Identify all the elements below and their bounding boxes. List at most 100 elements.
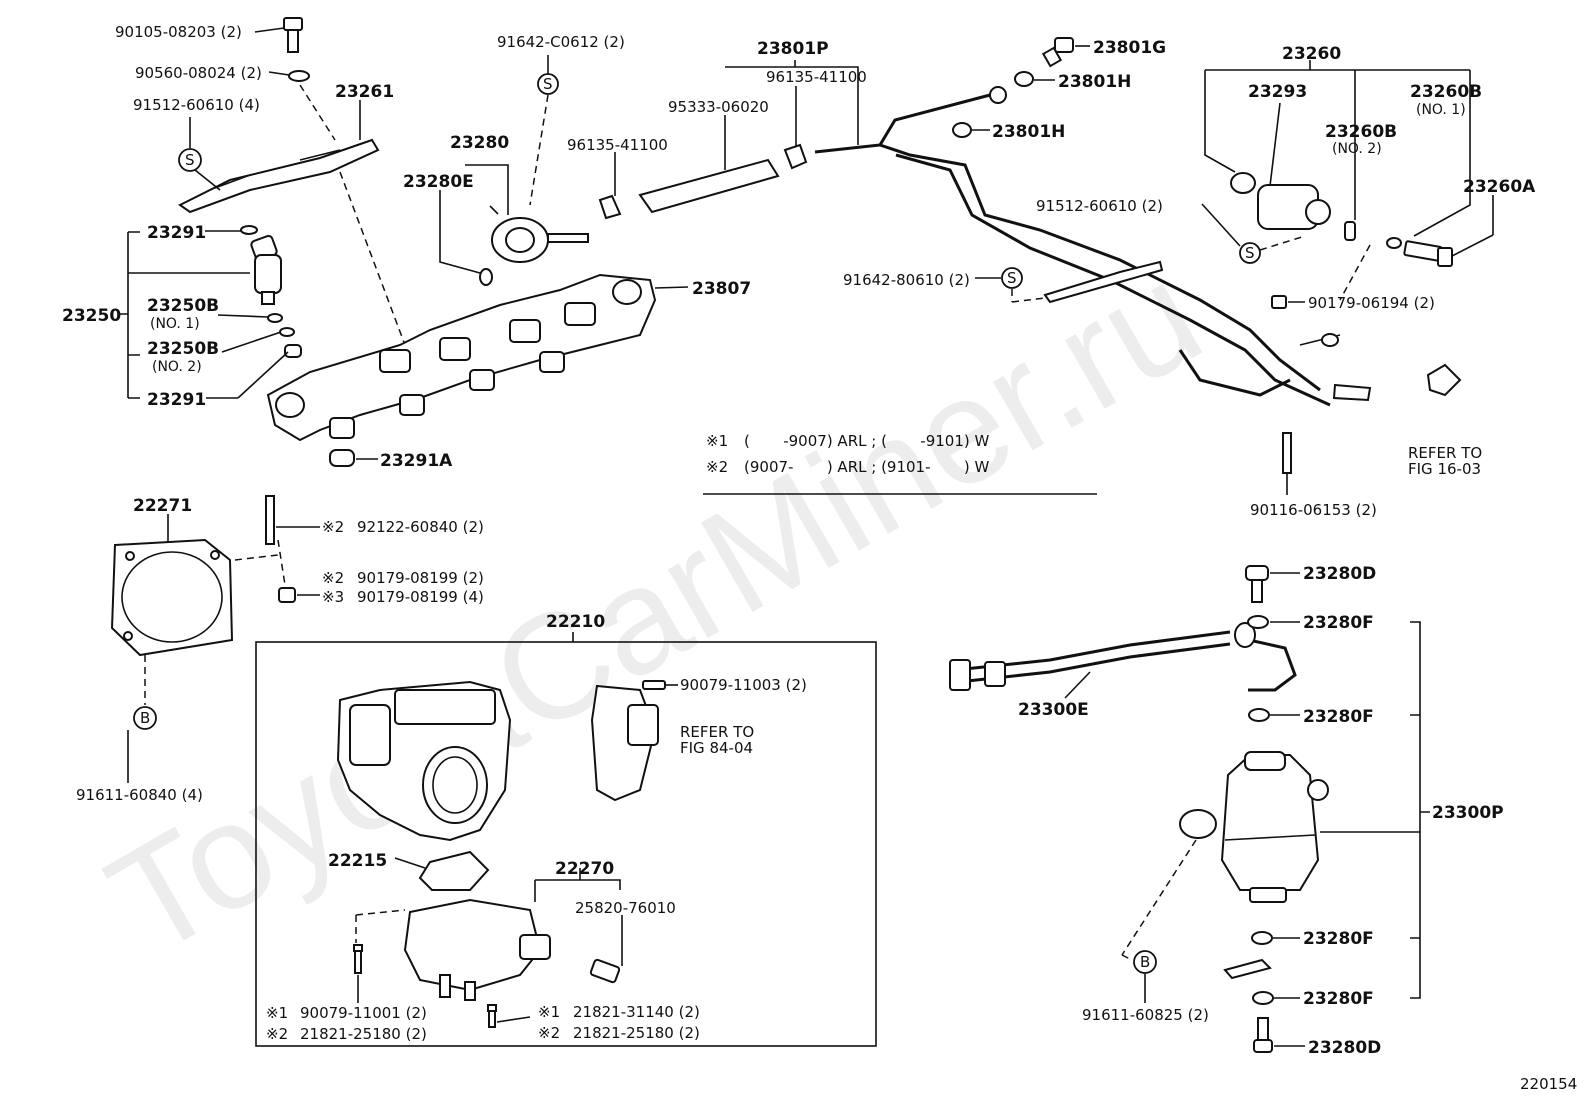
isc-valve-22270 [403, 898, 551, 1001]
label-23260: 23260 [1282, 44, 1341, 64]
label-23291a: 23291A [380, 451, 453, 471]
bracket-23261 [178, 138, 380, 214]
label-23280f-4: 23280F [1303, 989, 1374, 1009]
label-90179-08199-2: 90179-08199 (2) [357, 569, 484, 587]
fuel-filter-23300p [1179, 751, 1329, 903]
label-21821-25180-a: 21821-25180 (2) [300, 1025, 427, 1043]
gasket-23801h-b [952, 122, 972, 138]
label-96135-41100-b: 96135-41100 [766, 68, 867, 86]
label-90105-08203: 90105-08203 (2) [115, 23, 242, 41]
callout-s-mid [1001, 267, 1023, 289]
callout-s-mid-letter: S [1007, 269, 1017, 287]
label-refer-84-04-b: FIG 84-04 [680, 739, 753, 757]
label-23801g: 23801G [1093, 38, 1166, 58]
label-91512-60610-2: 91512-60610 (2) [1036, 197, 1163, 215]
mark-92122: ※2 [322, 518, 344, 536]
note-row1-text: ( -9007) ARL ; ( -9101) W [744, 432, 990, 450]
label-23260b-no1: 23260B [1410, 82, 1482, 102]
gasket-23280f-2 [1248, 708, 1270, 722]
label-21821-25180-b: 21821-25180 (2) [573, 1024, 700, 1042]
label-22215: 22215 [328, 851, 387, 871]
label-23291-b: 23291 [147, 390, 206, 410]
sensor-25820-76010 [589, 958, 621, 984]
mark-21821-1: ※1 [538, 1003, 560, 1021]
label-22210: 22210 [546, 612, 605, 632]
union-bolt-23280d-top [1245, 565, 1269, 603]
note-row2-mark: ※2 [706, 458, 728, 476]
label-23260b-no2-sub: (NO. 2) [1332, 141, 1382, 157]
label-23280d-top: 23280D [1303, 564, 1376, 584]
throttle-position-sensor [590, 684, 659, 802]
callout-s-left [178, 148, 202, 172]
label-21821-31140: 21821-31140 (2) [573, 1003, 700, 1021]
fuel-rail-23807 [266, 273, 657, 442]
label-90079-11001: 90079-11001 (2) [300, 1004, 427, 1022]
connector-refer-16-03 [1426, 363, 1462, 397]
gasket-22215 [418, 850, 490, 891]
gasket-23280f-3 [1251, 931, 1273, 945]
label-23280e: 23280E [403, 172, 474, 192]
diagram-id: 220154 [1520, 1075, 1577, 1093]
label-23250b-no2-sub: (NO. 2) [152, 359, 202, 375]
label-91512-60610-4: 91512-60610 (4) [133, 96, 260, 114]
label-23300p: 23300P [1432, 803, 1504, 823]
mark-90179-2: ※2 [322, 569, 344, 587]
label-23260b-no1-sub: (NO. 1) [1416, 102, 1466, 118]
label-23801h-b: 23801H [992, 122, 1065, 142]
callout-b-left [133, 706, 157, 730]
screw-21821 [487, 1004, 497, 1028]
label-90560-08024: 90560-08024 (2) [135, 64, 262, 82]
mark-21821-2b: ※2 [538, 1024, 560, 1042]
callout-b-left-letter: B [140, 709, 150, 727]
gasket-22271 [110, 538, 234, 657]
union-bolt-23280d-bot [1253, 1017, 1273, 1053]
mark-90079-11001: ※1 [266, 1004, 288, 1022]
label-23250b-no1-sub: (NO. 1) [150, 316, 200, 332]
label-91611-60825: 91611-60825 (2) [1082, 1006, 1209, 1024]
label-90179-06194: 90179-06194 (2) [1308, 294, 1435, 312]
label-23280f-1: 23280F [1303, 613, 1374, 633]
label-23250b-no2: 23250B [147, 339, 219, 359]
note-row2-text: (9007- ) ARL ; (9101- ) W [744, 458, 990, 476]
mark-90179-3: ※3 [322, 588, 344, 606]
label-refer-16-03-a: REFER TO [1408, 444, 1482, 462]
gasket-23280f-4 [1252, 991, 1274, 1005]
hose-95333 [638, 158, 780, 214]
bolt-90105 [283, 17, 303, 53]
callout-s-right-letter: S [1245, 244, 1255, 262]
label-23280: 23280 [450, 133, 509, 153]
stud-92122-60840 [265, 495, 275, 545]
label-96135-41100-a: 96135-41100 [567, 136, 668, 154]
washer-90560 [288, 70, 310, 82]
label-22271: 22271 [133, 496, 192, 516]
gasket-23280f-1 [1247, 615, 1269, 629]
nut-90179-08199 [278, 587, 296, 603]
watermark: ToyotaCarMiner.ru [82, 229, 1227, 987]
label-23293: 23293 [1248, 82, 1307, 102]
label-23250b-no1: 23250B [147, 296, 219, 316]
bolt-23801g [1041, 37, 1074, 68]
note-row1-mark: ※1 [706, 432, 728, 450]
label-91611-60840: 91611-60840 (4) [76, 786, 203, 804]
label-95333-06020: 95333-06020 [668, 98, 769, 116]
clamp-96135-b [783, 143, 808, 170]
injector-23250 [240, 225, 302, 358]
gasket-23801h-a [1014, 71, 1034, 87]
label-23280d-bot: 23280D [1308, 1038, 1381, 1058]
label-refer-84-04-a: REFER TO [680, 723, 754, 741]
fuel-hose-23300e [949, 622, 1297, 692]
mark-21821-2a: ※2 [266, 1025, 288, 1043]
label-23261: 23261 [335, 82, 394, 102]
throttle-body-22210 [336, 680, 512, 842]
label-90079-11003: 90079-11003 (2) [680, 676, 807, 694]
label-22270: 22270 [555, 859, 614, 879]
label-23291-a: 23291 [147, 223, 206, 243]
label-23280f-2: 23280F [1303, 707, 1374, 727]
cap-23291a [329, 449, 355, 467]
pressure-regulator-23280 [479, 205, 589, 286]
screw-90079-11003 [642, 680, 666, 690]
label-23801p: 23801P [757, 39, 829, 59]
callout-s-left-letter: S [185, 151, 195, 169]
throttle-body-group-frame [255, 641, 877, 1047]
